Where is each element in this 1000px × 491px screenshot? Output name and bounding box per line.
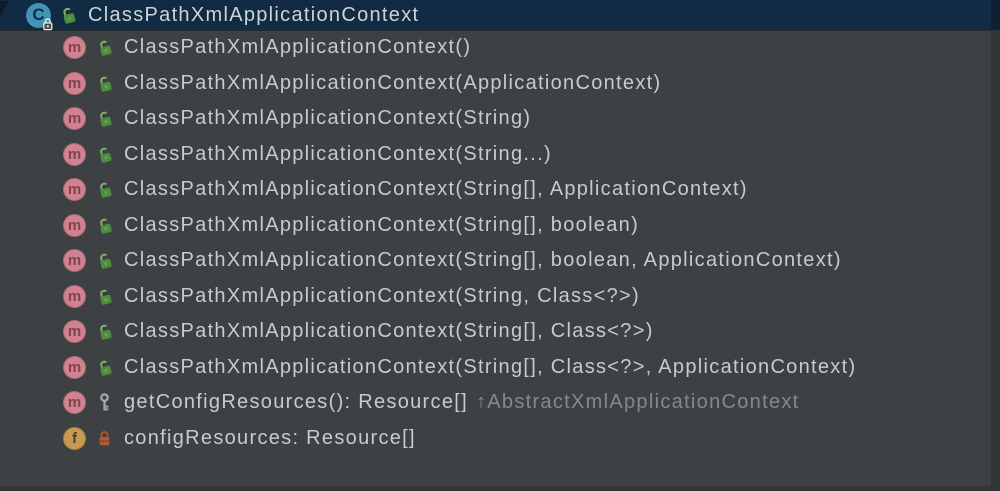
- member-row[interactable]: m ClassPathXmlApplicationContext(String[…: [0, 243, 991, 279]
- scrollbar-track[interactable]: [991, 0, 1000, 491]
- collapse-arrow-icon[interactable]: [0, 1, 9, 16]
- member-label: configResources: Resource[]: [124, 426, 416, 449]
- member-list: m ClassPathXmlApplicationContext() m: [0, 30, 991, 456]
- member-label: ClassPathXmlApplicationContext(String[],…: [124, 178, 748, 201]
- member-label: ClassPathXmlApplicationContext(String[],…: [124, 249, 842, 272]
- class-header-row[interactable]: C ClassPathXmlApplicationContext: [0, 0, 991, 30]
- method-icon: m: [63, 213, 86, 237]
- public-visibility-icon: [95, 144, 114, 164]
- method-icon: m: [63, 107, 86, 131]
- member-label: ClassPathXmlApplicationContext(String...…: [124, 142, 552, 165]
- public-visibility-icon: [59, 5, 78, 25]
- member-label: ClassPathXmlApplicationContext(String[],…: [124, 320, 654, 343]
- member-label: getConfigResources(): Resource[]: [124, 391, 468, 414]
- member-label: ClassPathXmlApplicationContext(String[],…: [124, 355, 857, 378]
- member-row[interactable]: m ClassPathXmlApplicationContext(Applica…: [0, 66, 991, 102]
- popup-bottom-edge: [0, 486, 991, 491]
- member-row[interactable]: m ClassPathXmlApplicationContext(String[…: [0, 350, 991, 386]
- method-icon: m: [63, 71, 86, 95]
- member-row[interactable]: m ClassPathXmlApplicationContext(String[…: [0, 208, 991, 244]
- member-row[interactable]: m ClassPathXmlApplicationContext(String[…: [0, 172, 991, 208]
- member-label: ClassPathXmlApplicationContext(String[],…: [124, 213, 640, 236]
- method-icon: m: [63, 391, 86, 415]
- method-icon: m: [63, 284, 86, 308]
- lock-badge-icon: [43, 17, 53, 30]
- public-visibility-icon: [95, 180, 114, 200]
- public-visibility-icon: [95, 286, 114, 306]
- public-visibility-icon: [95, 38, 114, 58]
- scrollbar-track-header-segment: [991, 0, 1000, 30]
- member-row[interactable]: m ClassPathXmlApplicationContext(String,…: [0, 279, 991, 315]
- public-visibility-icon: [95, 251, 114, 271]
- class-icon: C: [26, 2, 53, 30]
- method-icon: m: [63, 249, 86, 273]
- inherited-from-label: ↑AbstractXmlApplicationContext: [475, 391, 800, 414]
- public-visibility-icon: [95, 109, 114, 129]
- member-label: ClassPathXmlApplicationContext(): [124, 36, 472, 59]
- member-row[interactable]: m ClassPathXmlApplicationContext(String[…: [0, 314, 991, 350]
- member-row[interactable]: m ClassPathXmlApplicationContext(String): [0, 101, 991, 137]
- public-visibility-icon: [95, 73, 114, 93]
- member-label: ClassPathXmlApplicationContext(String): [124, 107, 532, 130]
- member-label: ClassPathXmlApplicationContext(String, C…: [124, 284, 640, 307]
- class-name-label: ClassPathXmlApplicationContext: [88, 3, 420, 26]
- field-icon: f: [63, 426, 86, 450]
- class-icon-letter: C: [32, 4, 45, 24]
- public-visibility-icon: [95, 322, 114, 342]
- public-visibility-icon: [95, 357, 114, 377]
- member-row[interactable]: m getConfigResources(): Resource[] ↑Abst…: [0, 385, 991, 421]
- private-visibility-icon: [95, 428, 114, 448]
- method-icon: m: [63, 36, 86, 60]
- method-icon: m: [63, 142, 86, 166]
- method-icon: m: [63, 178, 86, 202]
- protected-visibility-icon: [95, 393, 114, 413]
- member-row[interactable]: f configResources: Resource[]: [0, 421, 991, 457]
- method-icon: m: [63, 355, 86, 379]
- member-row[interactable]: m ClassPathXmlApplicationContext(String.…: [0, 137, 991, 173]
- member-label: ClassPathXmlApplicationContext(Applicati…: [124, 71, 662, 94]
- member-row[interactable]: m ClassPathXmlApplicationContext(): [0, 30, 991, 66]
- method-icon: m: [63, 320, 86, 344]
- public-visibility-icon: [95, 215, 114, 235]
